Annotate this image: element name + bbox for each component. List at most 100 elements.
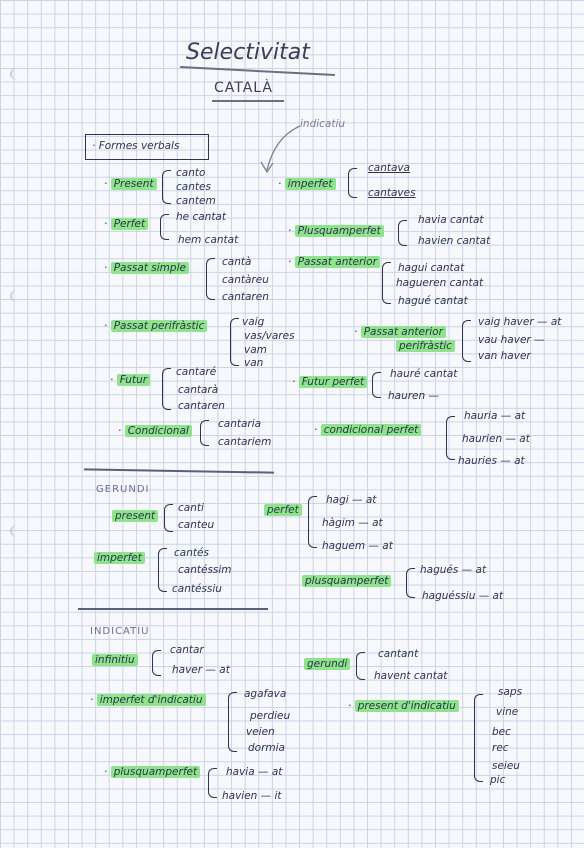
passat-anterior-form: hagué cantat <box>398 295 468 307</box>
title-underline <box>180 65 335 77</box>
present-indicatiu-form: rec <box>492 742 509 754</box>
brace <box>200 420 209 446</box>
present-label: · Present <box>104 178 157 190</box>
passat-simple-label: · Passat simple <box>104 262 189 274</box>
brace <box>160 214 169 240</box>
passat-anterior-label: · Passat anterior <box>288 256 380 268</box>
subj-imperfet-form: cantéssim <box>178 564 232 576</box>
condicional-perfet-form: hauria — at <box>464 410 526 422</box>
subj-present-label: present <box>112 510 159 522</box>
plusquamperfet-form: havia cantat <box>418 214 484 226</box>
subj-imperfet-form: cantés <box>174 547 209 559</box>
gerundi-form: havent cantat <box>374 670 448 682</box>
infinitiu-form: cantar <box>170 644 204 656</box>
formes-verbals-label: · Formes verbals <box>92 140 180 152</box>
present-indicatiu-form: saps <box>498 686 523 698</box>
indicatiu-annotation: indicatiu <box>300 118 346 130</box>
brace <box>152 650 161 676</box>
subj-perfet-form: haguem — at <box>322 540 393 552</box>
subtitle-underline <box>212 100 284 102</box>
plusquamperfet2-form: havien — it <box>222 790 282 802</box>
brace <box>230 318 239 366</box>
perfet-form: hem cantat <box>178 234 239 246</box>
brace <box>398 220 407 246</box>
infinitiu-form: haver — at <box>172 664 230 676</box>
present-indicatiu-form: vine <box>496 706 519 718</box>
condicional-perfet-label: · condicional perfet <box>314 424 422 436</box>
plusquamperfet2-label: · plusquamperfet <box>104 766 201 778</box>
condicional-label: · Condicional <box>118 425 192 437</box>
brace <box>406 568 415 598</box>
subj-perfet-form: hàgim — at <box>322 517 383 529</box>
futur-form: cantarà <box>178 384 219 396</box>
passat-anterior-perif-form: van haver <box>478 350 531 362</box>
brace <box>208 768 217 798</box>
imperfet-form: cantava <box>368 162 411 174</box>
brace <box>162 170 171 204</box>
brace <box>356 652 365 680</box>
present-form: cantes <box>176 181 211 193</box>
futur-perfet-form: hauré cantat <box>390 368 458 380</box>
brace <box>158 548 167 592</box>
brace <box>228 692 237 752</box>
imperfet-form: cantaves <box>368 187 416 199</box>
subj-imperfet-label: imperfet <box>94 552 145 564</box>
plusquamperfet2-form: havia — at <box>226 766 283 778</box>
subj-plusquamperfet-label: plusquamperfet <box>302 575 392 587</box>
present-form: cantem <box>176 195 216 207</box>
passat-perifrastic-form: vas/vares <box>244 330 295 342</box>
brace <box>382 262 391 304</box>
brace <box>162 368 171 410</box>
imperfet-indicatiu-form: perdieu <box>250 710 291 722</box>
futur-label: · Futur <box>110 374 151 386</box>
plusquamperfet-form: havien cantat <box>418 235 491 247</box>
imperfet-indicatiu-form: veien <box>246 726 275 738</box>
passat-perifrastic-form: vaig <box>242 316 265 328</box>
condicional-perfet-form: hauries — at <box>458 455 525 467</box>
arrow-icon <box>260 125 301 174</box>
condicional-form: cantariem <box>218 436 272 448</box>
passat-simple-form: cantàreu <box>222 274 269 286</box>
present-indicatiu-form: pic <box>490 774 506 786</box>
passat-simple-form: cantaren <box>222 291 269 303</box>
brace <box>308 496 317 548</box>
page-title: Selectivitat <box>186 40 310 65</box>
imperfet-label: · imperfet <box>278 178 336 190</box>
perfet-label: · Perfet <box>104 218 149 230</box>
present-indicatiu-form: seieu <box>492 760 520 772</box>
passat-simple-form: cantà <box>222 256 252 268</box>
passat-perifrastic-form: van <box>244 357 264 369</box>
brace <box>164 504 173 532</box>
futur-form: cantaren <box>178 400 225 412</box>
divider <box>78 608 268 610</box>
futur-perfet-form: hauren — <box>388 390 440 402</box>
section-heading: INDICATIU <box>90 626 150 637</box>
passat-anterior-form: hagueren cantat <box>396 277 484 289</box>
imperfet-indicatiu-form: dormia <box>248 742 285 754</box>
brace <box>372 372 381 398</box>
perfet-form: he cantat <box>176 211 226 223</box>
section-heading: GERUNDI <box>96 484 150 495</box>
gerundi-label: gerundi <box>304 658 351 670</box>
gerundi-form: cantant <box>378 648 419 660</box>
present-indicatiu-label: · present d'indicatiu <box>348 700 459 712</box>
futur-form: cantaré <box>176 366 217 378</box>
brace <box>474 694 483 782</box>
imperfet-indicatiu-form: agafava <box>244 688 287 700</box>
subj-present-form: canti <box>178 502 204 514</box>
binder-hole <box>10 525 24 537</box>
binder-hole <box>10 68 24 80</box>
imperfet-indicatiu-label: · imperfet d'indicatiu <box>90 694 206 706</box>
passat-perifrastic-label: · Passat perifràstic <box>104 320 208 332</box>
present-indicatiu-form: bec <box>492 726 511 738</box>
binder-hole <box>10 290 24 302</box>
passat-anterior-perif-form: vaig haver — at <box>478 316 562 328</box>
subj-plusquamperfet-form: hagués — at <box>420 564 487 576</box>
passat-anterior-perif-label: · Passat anterior <box>354 326 446 338</box>
condicional-form: cantaria <box>218 418 262 430</box>
brace <box>206 258 215 300</box>
present-form: canto <box>176 167 206 179</box>
brace <box>462 320 471 362</box>
passat-anterior-perif-label2: perifràstic <box>396 340 456 352</box>
brace <box>446 416 455 460</box>
